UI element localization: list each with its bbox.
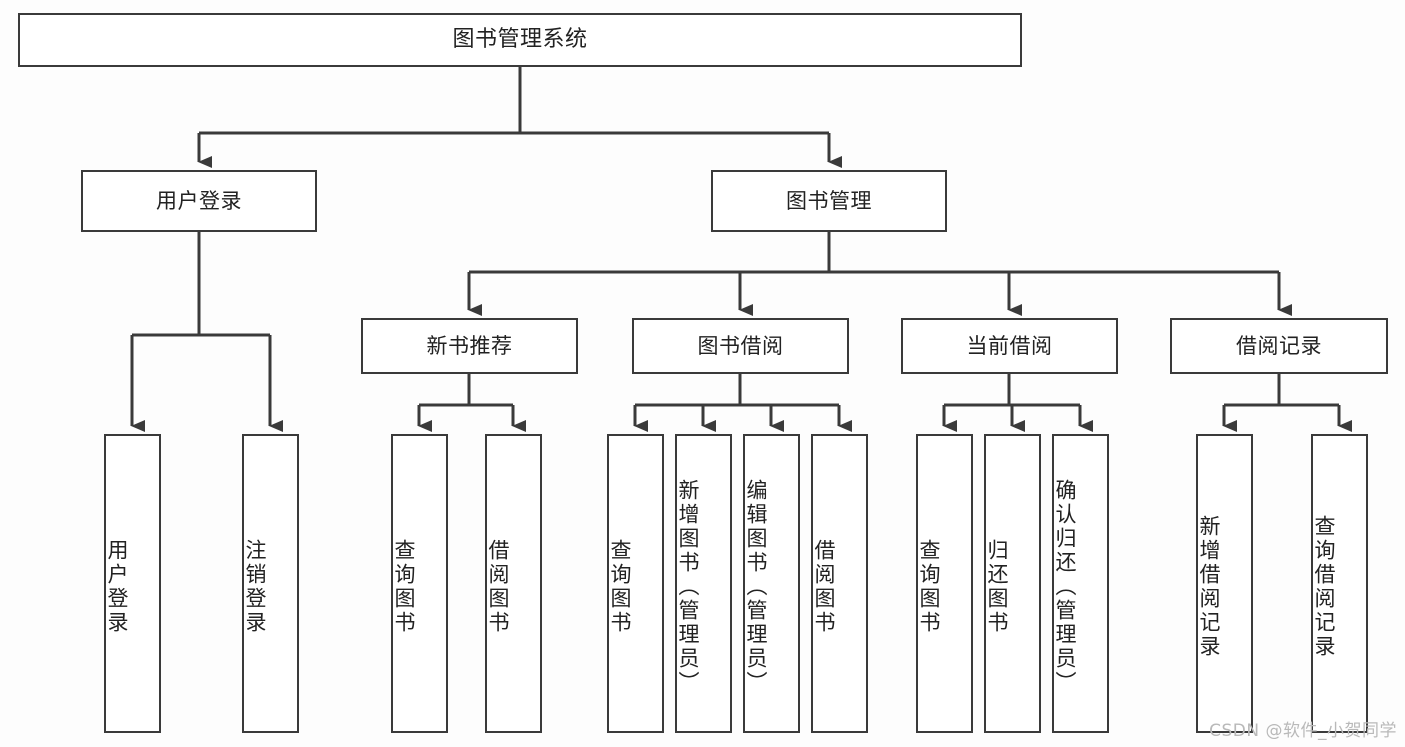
node-book-manage-label: 图书管理 bbox=[786, 188, 872, 213]
node-leaf-query-book-1[interactable]: 查询图书 bbox=[391, 434, 448, 733]
node-leaf-edit-book[interactable]: 编辑图书（管理员） bbox=[743, 434, 800, 733]
node-leaf-add-record-label: 新增借阅记录 bbox=[1197, 514, 1222, 659]
node-leaf-query-book-1-label: 查询图书 bbox=[392, 538, 417, 635]
node-leaf-return-book-label: 归还图书 bbox=[985, 538, 1010, 635]
node-leaf-borrow-book-1[interactable]: 借阅图书 bbox=[485, 434, 542, 733]
node-leaf-confirm-return[interactable]: 确认归还（管理员） bbox=[1052, 434, 1109, 733]
node-leaf-user-login[interactable]: 用户登录 bbox=[104, 434, 161, 733]
node-borrow-record[interactable]: 借阅记录 bbox=[1170, 318, 1388, 374]
node-book-borrow-label: 图书借阅 bbox=[697, 333, 784, 358]
node-leaf-return-book[interactable]: 归还图书 bbox=[984, 434, 1041, 733]
node-borrow-record-label: 借阅记录 bbox=[1236, 333, 1322, 358]
node-leaf-query-book-3-label: 查询图书 bbox=[917, 538, 942, 635]
node-leaf-user-logout[interactable]: 注销登录 bbox=[242, 434, 299, 733]
node-leaf-borrow-book-2-label: 借阅图书 bbox=[812, 538, 837, 635]
node-leaf-query-record[interactable]: 查询借阅记录 bbox=[1311, 434, 1368, 733]
node-new-book-recommend[interactable]: 新书推荐 bbox=[361, 318, 578, 374]
node-leaf-query-record-label: 查询借阅记录 bbox=[1312, 514, 1337, 659]
node-root[interactable]: 图书管理系统 bbox=[18, 13, 1022, 67]
node-leaf-user-login-label: 用户登录 bbox=[105, 538, 130, 635]
node-book-borrow[interactable]: 图书借阅 bbox=[632, 318, 849, 374]
node-leaf-borrow-book-1-label: 借阅图书 bbox=[486, 538, 511, 635]
node-leaf-borrow-book-2[interactable]: 借阅图书 bbox=[811, 434, 868, 733]
node-leaf-user-logout-label: 注销登录 bbox=[243, 538, 268, 635]
node-leaf-query-book-2-label: 查询图书 bbox=[608, 538, 633, 635]
node-current-borrow[interactable]: 当前借阅 bbox=[901, 318, 1118, 374]
node-leaf-query-book-2[interactable]: 查询图书 bbox=[607, 434, 664, 733]
node-leaf-add-book[interactable]: 新增图书（管理员） bbox=[675, 434, 732, 733]
watermark: CSDN @软件_小贺同学 bbox=[1209, 721, 1397, 741]
node-leaf-add-record[interactable]: 新增借阅记录 bbox=[1196, 434, 1253, 733]
node-root-label: 图书管理系统 bbox=[452, 27, 588, 53]
node-book-manage[interactable]: 图书管理 bbox=[711, 170, 947, 232]
node-leaf-add-book-label: 新增图书（管理员） bbox=[676, 478, 701, 695]
node-user-login-label: 用户登录 bbox=[156, 188, 242, 213]
node-leaf-query-book-3[interactable]: 查询图书 bbox=[916, 434, 973, 733]
node-leaf-edit-book-label: 编辑图书（管理员） bbox=[744, 478, 769, 695]
node-user-login[interactable]: 用户登录 bbox=[81, 170, 317, 232]
node-leaf-confirm-return-label: 确认归还（管理员） bbox=[1053, 478, 1078, 695]
node-new-book-recommend-label: 新书推荐 bbox=[426, 333, 513, 358]
node-current-borrow-label: 当前借阅 bbox=[966, 333, 1053, 358]
